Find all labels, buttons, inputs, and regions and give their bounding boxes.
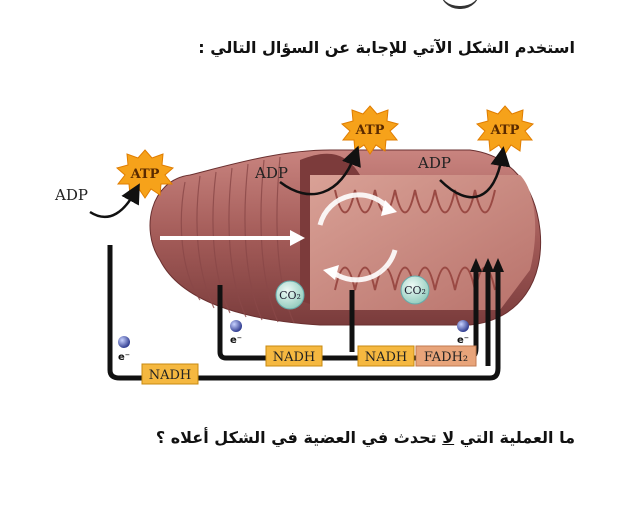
atp-starburst-right: ATP	[475, 105, 535, 155]
co2-molecule-left: CO₂	[275, 280, 305, 310]
electron-label-right: e⁻	[457, 335, 469, 346]
question-before: ما العملية التي	[454, 428, 575, 447]
atp-label-right: ATP	[490, 123, 520, 138]
inner-compartment	[300, 153, 536, 310]
electron-label-left: e⁻	[118, 352, 130, 363]
atp-label-left: ATP	[130, 167, 160, 182]
nadh-box-right: NADH	[357, 345, 415, 367]
fadh2-box: FADH₂	[415, 345, 477, 367]
nadh-label-middle: NADH	[273, 350, 316, 365]
cropped-heading-fragment	[440, 0, 480, 9]
adp-label-middle: ADP	[254, 164, 288, 182]
electron-label-middle: e⁻	[230, 335, 242, 346]
question-underlined-negation: لا	[442, 428, 455, 447]
adp-label-left: ADP	[54, 186, 88, 204]
atp-starburst-middle: ATP	[340, 105, 400, 155]
atp-label-middle: ATP	[355, 123, 385, 138]
electron-left: e⁻	[118, 336, 130, 363]
nadh-label-bottom: NADH	[149, 368, 192, 383]
electron-right: e⁻	[457, 320, 469, 346]
nadh-box-bottom: NADH	[141, 363, 199, 385]
pathway-arrowheads	[470, 258, 504, 272]
co2-label-left: CO₂	[279, 289, 301, 302]
question-after: تحدث في العضية في الشكل أعلاه ؟	[155, 428, 443, 447]
adp-to-atp-arrows	[89, 145, 511, 219]
pyruvate-entry-arrow	[160, 230, 305, 246]
fadh2-label: FADH₂	[424, 350, 468, 365]
adp-label-right: ADP	[417, 154, 451, 172]
nadh-label-right: NADH	[365, 350, 408, 365]
co2-label-right: CO₂	[404, 284, 426, 297]
question-text: ما العملية التي لا تحدث في العضية في الش…	[15, 428, 575, 447]
nadh-box-middle: NADH	[265, 345, 323, 367]
electron-middle: e⁻	[230, 320, 242, 346]
instruction-text: استخدم الشكل الآتي للإجابة عن السؤال الت…	[198, 38, 575, 57]
co2-molecule-right: CO₂	[400, 275, 430, 305]
